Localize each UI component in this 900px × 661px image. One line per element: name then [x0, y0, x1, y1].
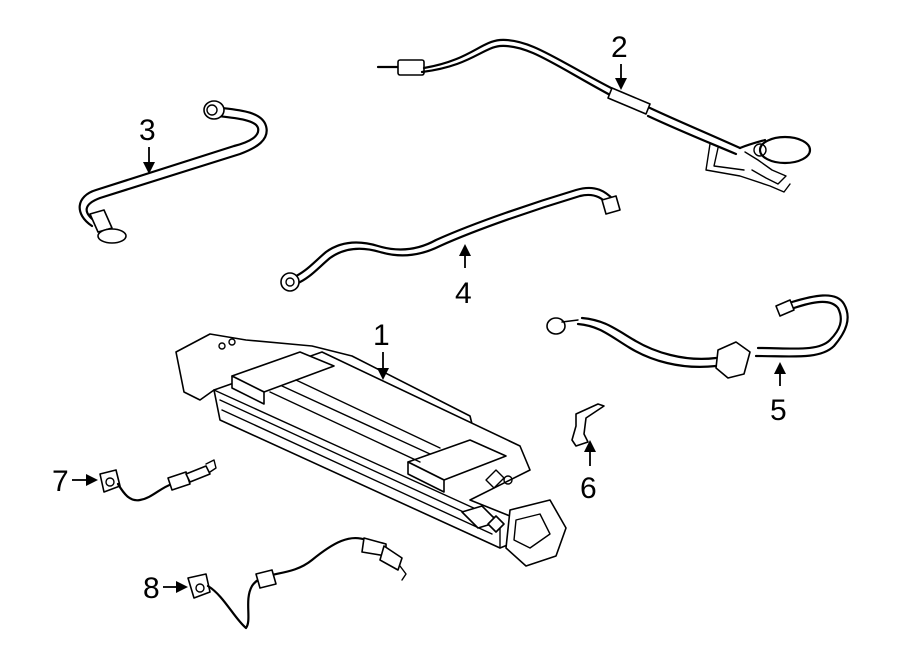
- part-7-sensor: [99, 459, 217, 502]
- callout-label-7: 7: [52, 465, 69, 498]
- callout-label-1: 1: [373, 319, 390, 352]
- callout-label-2: 2: [611, 31, 628, 64]
- part-8-sensor: [187, 536, 407, 630]
- part-2-hose-assembly: [376, 38, 812, 193]
- callout-8: 8: [143, 572, 188, 605]
- callout-label-6: 6: [580, 472, 597, 505]
- callout-1: 1: [373, 319, 390, 380]
- callout-6: 6: [580, 440, 597, 505]
- callout-label-3: 3: [139, 114, 156, 147]
- callout-7: 7: [52, 465, 98, 498]
- callout-5: 5: [770, 362, 787, 427]
- part-5-hose-assembly: [546, 294, 849, 379]
- callout-label-4: 4: [455, 277, 472, 310]
- callout-4: 4: [455, 244, 472, 310]
- callout-3: 3: [139, 114, 156, 174]
- part-1-vapor-canister: [175, 333, 567, 567]
- part-6-bracket: [571, 403, 605, 447]
- part-4-hose: [280, 186, 621, 292]
- callout-2: 2: [611, 31, 628, 90]
- callout-label-8: 8: [143, 572, 160, 605]
- callout-label-5: 5: [770, 394, 787, 427]
- part-3-hose: [78, 100, 268, 244]
